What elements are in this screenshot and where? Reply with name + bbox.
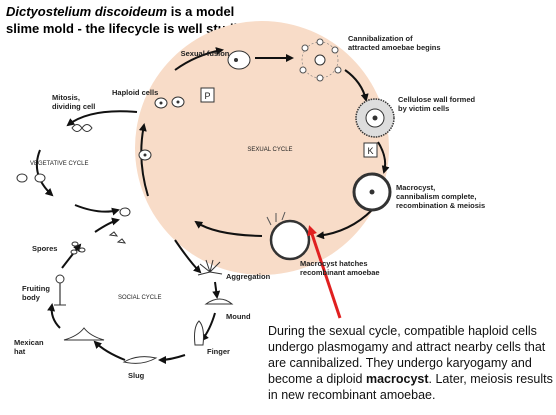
arrow-vegetative-left xyxy=(36,149,54,197)
haploid-cells-icon xyxy=(154,96,185,109)
label-sexual-cycle: SEXUAL CYCLE xyxy=(247,147,292,153)
arrow-vegetative-bottom xyxy=(74,204,120,216)
arrow-cannibal-to-cellulose xyxy=(344,69,369,102)
arrow-to-slug xyxy=(158,354,186,364)
label-mexican-2: hat xyxy=(14,347,26,356)
arrow-cellulose-to-macrocyst xyxy=(377,141,390,174)
caption-text: During the sexual cycle, compatible hapl… xyxy=(268,323,553,403)
label-social-cycle: SOCIAL CYCLE xyxy=(118,295,161,301)
germinating-amoebae-icon xyxy=(108,207,131,244)
arrow-mitosis xyxy=(66,110,138,127)
label-haploid-cells: Haploid cells xyxy=(112,88,158,97)
arrow-germination xyxy=(94,217,120,233)
label-vegetative-cycle: VEGETATIVE CYCLE xyxy=(30,161,88,167)
species-name: Dictyostelium discoideum xyxy=(6,4,168,19)
sexual-cycle-background xyxy=(135,21,389,275)
label-mexican-1: Mexican xyxy=(14,338,44,347)
label-mitosis-2: dividing cell xyxy=(52,102,95,111)
label-cannibalization-1: Cannibalization of xyxy=(348,34,413,43)
slide-title: Dictyostelium discoideum is a model slim… xyxy=(6,3,306,37)
label-cellulose-1: Cellulose wall formed xyxy=(398,95,476,104)
label-cellulose-2: by victim cells xyxy=(398,104,449,113)
label-fruiting-2: body xyxy=(22,293,41,302)
arrow-amoebae-up xyxy=(138,123,149,197)
spores-icon xyxy=(70,241,86,255)
aggregation-icon xyxy=(197,259,223,276)
label-finger: Finger xyxy=(207,347,230,356)
label-macrocyst-1: Macrocyst, xyxy=(396,183,435,192)
cannibalization-cluster-icon xyxy=(299,38,342,82)
arrow-to-mound xyxy=(212,281,221,299)
label-mound: Mound xyxy=(226,312,251,321)
arrow-macrocyst-to-hatch xyxy=(316,209,373,240)
label-hatches-2: recombinant amoebae xyxy=(300,268,380,277)
mexican-hat-icon xyxy=(63,327,105,341)
dividing-cell-icon xyxy=(71,124,93,132)
arrow-to-fruiting xyxy=(47,303,61,329)
arrow-to-mexican-hat xyxy=(93,340,126,361)
label-fruiting-1: Fruiting xyxy=(22,284,50,293)
label-slug: Slug xyxy=(128,371,145,380)
caption-bold-term: macrocyst xyxy=(365,372,429,386)
caption-part2: . Later, meiosis results in new recombin… xyxy=(268,372,553,402)
caption-part1: During the sexual cycle, compatible hapl… xyxy=(268,324,546,386)
label-hatches-1: Macrocyst hatches xyxy=(300,259,368,268)
title-line1-rest: is a model xyxy=(167,4,235,19)
slug-icon xyxy=(122,356,158,364)
label-macrocyst-2: cannibalism complete, xyxy=(396,192,476,201)
p-box: P xyxy=(200,87,215,103)
svg-text:P: P xyxy=(204,91,210,101)
k-box: K xyxy=(363,142,378,158)
hatching-macrocyst-icon xyxy=(266,211,311,261)
svg-text:K: K xyxy=(367,146,373,156)
fruiting-body-icon xyxy=(54,274,66,306)
cellulose-wall-cell-icon xyxy=(355,98,395,138)
arrow-haploid-to-fusion xyxy=(174,47,224,71)
finger-icon xyxy=(194,320,204,346)
vegetative-amoebae-icon xyxy=(16,173,46,183)
label-cannibalization-2: attracted amoebae begins xyxy=(348,43,441,52)
mound-icon xyxy=(204,298,234,305)
label-mitosis-1: Mitosis, xyxy=(52,93,80,102)
amoeba-icon xyxy=(138,149,152,161)
label-sexual-fusion: Sexual fusion xyxy=(181,49,230,58)
label-spores: Spores xyxy=(32,244,57,253)
fusion-cell-icon xyxy=(227,50,251,70)
label-aggregation: Aggregation xyxy=(226,272,271,281)
arrow-spores-to-amoebae xyxy=(61,243,82,269)
macrocyst-icon xyxy=(352,172,392,212)
label-macrocyst-3: recombination & meiosis xyxy=(396,201,485,210)
title-line2: slime mold - the lifecycle is well studi… xyxy=(6,21,256,36)
arrow-hatch-to-amoebae xyxy=(194,220,263,237)
red-pointer-arrow xyxy=(307,225,342,319)
arrow-to-aggregation xyxy=(174,239,202,274)
